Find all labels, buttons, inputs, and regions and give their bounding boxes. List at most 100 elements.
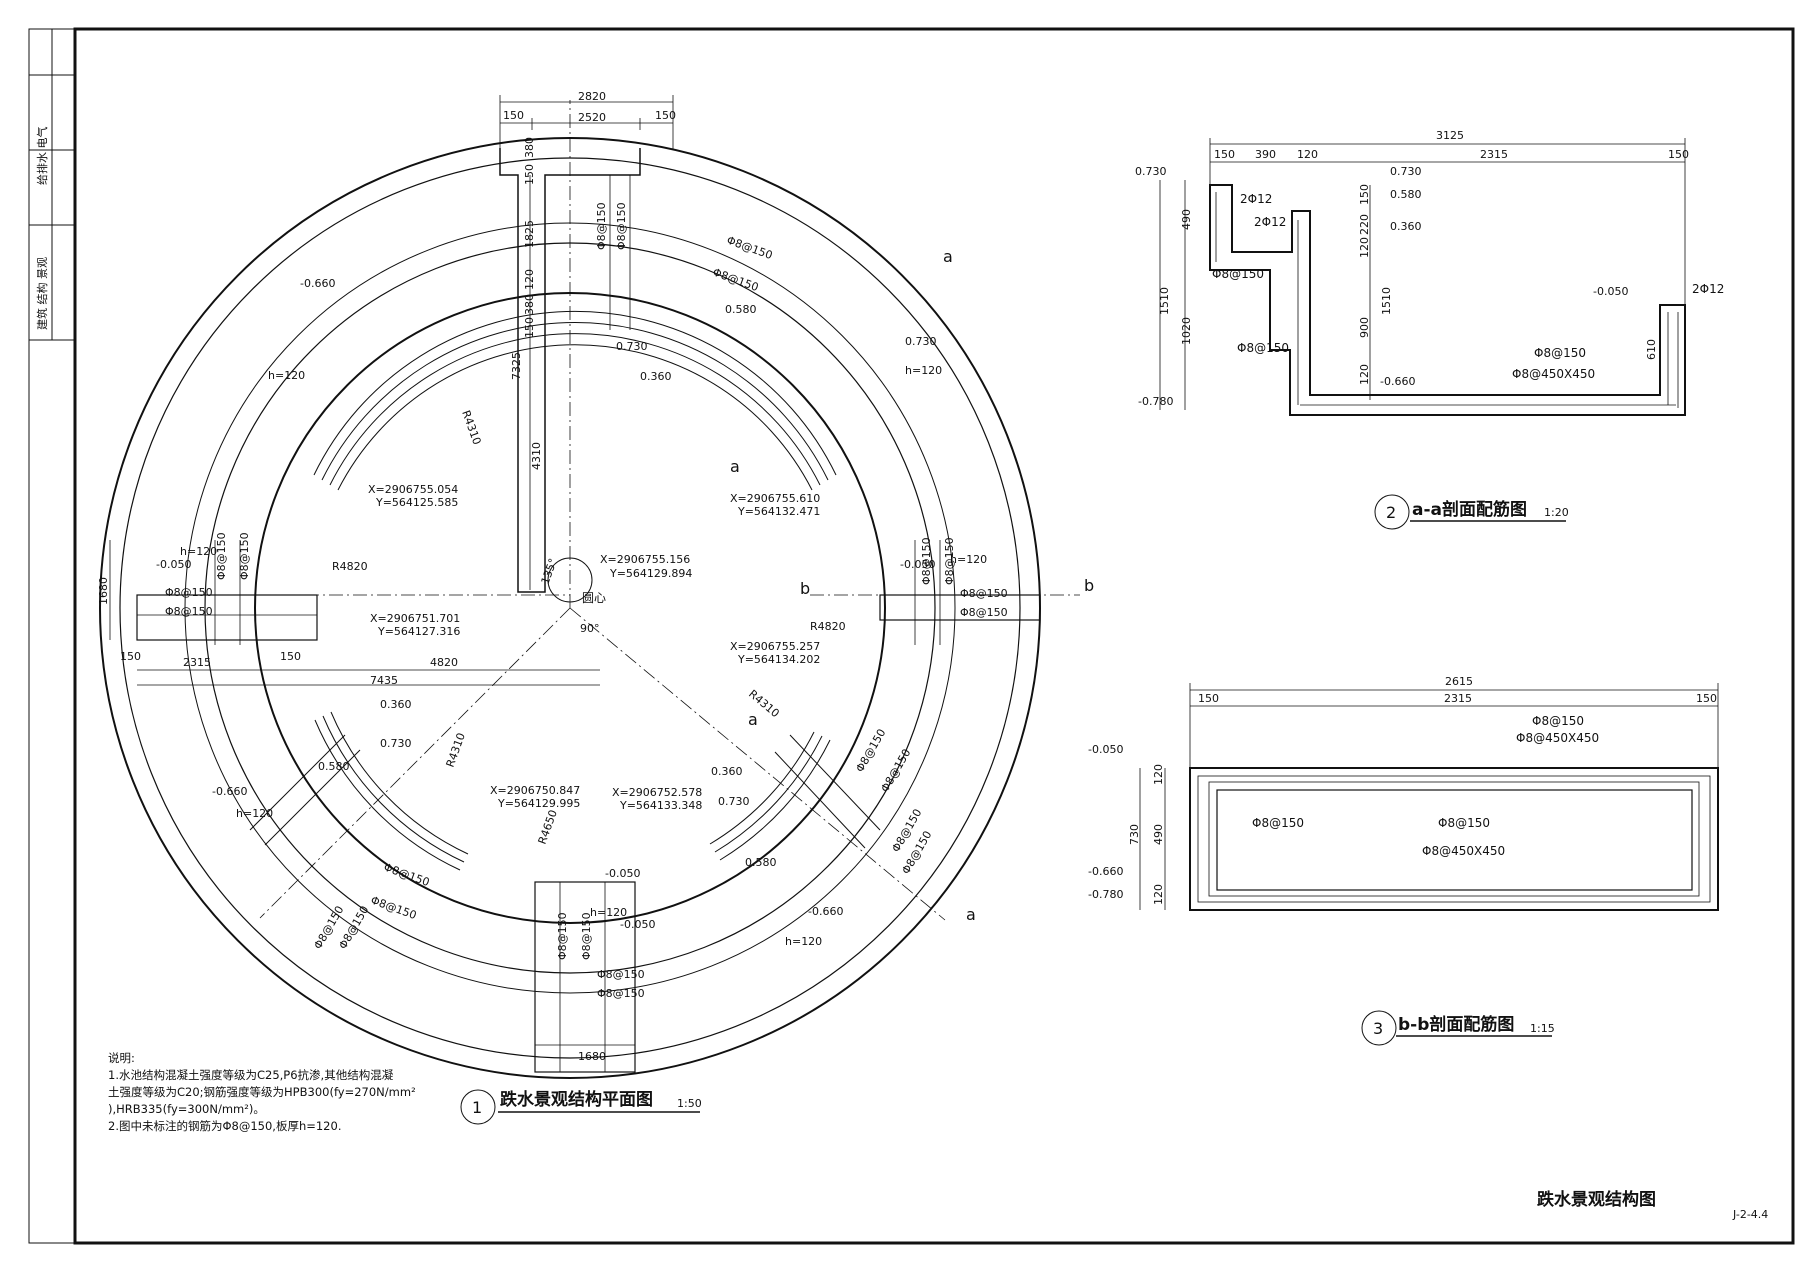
sidebar-label-top: 给排水 电气: [35, 127, 49, 186]
plan-slab-thickness: h=120: [180, 545, 217, 558]
aa-dim-inner: 900: [1358, 317, 1371, 338]
title-strip: [29, 29, 75, 341]
plan-level-label: 0.360: [640, 370, 672, 383]
plan-coord-x: X=2906755.257: [730, 640, 820, 653]
plan-diagonal-bands: [249, 734, 881, 849]
notes-line-4: 2.图中未标注的钢筋为Φ8@150,板厚h=120.: [108, 1119, 342, 1133]
aa-section-outline: [1209, 184, 1686, 416]
sheet-number: J-2-4.4: [1732, 1208, 1768, 1221]
plan-dim-vertical: 4310: [530, 442, 543, 470]
plan-slab-thickness: h=120: [785, 935, 822, 948]
plan-rebar-label: Φ8@150: [580, 912, 593, 960]
plan-angle-top: 135°: [539, 557, 560, 586]
bb-view-scale: 1:15: [1530, 1022, 1555, 1035]
aa-rebar-label: Φ8@150: [1237, 341, 1289, 355]
bb-dimension-lines: [1139, 683, 1719, 910]
plan-view-scale: 1:50: [677, 1097, 702, 1110]
bb-rebar-mesh: Φ8@450X450: [1516, 731, 1599, 745]
plan-section-mark: a: [966, 905, 976, 924]
bb-rebar-label: Φ8@150: [1532, 714, 1584, 728]
aa-dim-right: 610: [1645, 339, 1658, 360]
plan-dim-vertical: 120: [523, 269, 536, 290]
plan-rebar-label: Φ8@150: [878, 747, 913, 795]
aa-level-label: 0.730: [1135, 165, 1167, 178]
aa-level-label: 0.730: [1390, 165, 1422, 178]
plan-view: [99, 100, 1080, 1079]
plan-axis-lines: [137, 100, 1080, 921]
aa-rebar-main: 2Φ12: [1254, 215, 1286, 229]
plan-coord-y: Y=564125.585: [375, 496, 458, 509]
plan-level-label: 0.580: [725, 303, 757, 316]
plan-rebar-label: Φ8@150: [597, 987, 645, 1000]
plan-rebar-label: Φ8@150: [382, 861, 431, 890]
aa-level-label: -0.050: [1593, 285, 1628, 298]
plan-section-mark: a: [730, 457, 740, 476]
plan-section-mark: a: [748, 710, 758, 729]
plan-view-number-circle: [460, 1089, 496, 1125]
bb-section-outer: [1189, 767, 1719, 911]
aa-view-number-circle: [1374, 494, 1410, 530]
bb-dim-vertical: 730: [1128, 824, 1141, 845]
plan-rebar-label: Φ8@150: [595, 202, 608, 250]
plan-level-label: 0.730: [905, 335, 937, 348]
plan-level-label: -0.660: [300, 277, 335, 290]
plan-rebar-label: Φ8@150: [556, 912, 569, 960]
aa-dim-inner: 150: [1358, 184, 1371, 205]
bb-view-number: 3: [1373, 1019, 1383, 1038]
plan-coord-y: Y=564129.995: [497, 797, 580, 810]
plan-dim-left-b: 2315: [183, 656, 211, 669]
bb-level-label: -0.780: [1088, 888, 1123, 901]
bb-level-label: -0.660: [1088, 865, 1123, 878]
plan-dim-vertical: 7325: [510, 352, 523, 380]
aa-rebar-main: 2Φ12: [1240, 192, 1272, 206]
aa-level-label: 0.580: [1390, 188, 1422, 201]
notes-line-2: 土强度等级为C20;钢筋强度等级为HPB300(fy=270N/mm²: [108, 1085, 416, 1099]
plan-dim-left-total: 7435: [370, 674, 398, 687]
plan-rebar-label: Φ8@150: [165, 586, 213, 599]
plan-radius-label: R4820: [332, 560, 368, 573]
bb-view-title: b-b剖面配筋图: [1398, 1014, 1514, 1035]
aa-dim-left-a: 490: [1180, 209, 1193, 230]
plan-slab-thickness: h=120: [950, 553, 987, 566]
aa-dim-total: 3125: [1436, 129, 1464, 142]
plan-level-label: -0.050: [900, 558, 935, 571]
plan-radius-label: R4310: [444, 731, 468, 769]
plan-center-label: 圆心: [582, 591, 606, 605]
plan-coord-x: X=2906755.054: [368, 483, 458, 496]
aa-rebar-label: Φ8@150: [1212, 267, 1264, 281]
plan-center-mark: [547, 557, 593, 603]
aa-dim-top: 150: [1668, 148, 1689, 161]
aa-rebar-main: 2Φ12: [1692, 282, 1724, 296]
aa-rebar-lines: [1215, 192, 1679, 408]
plan-level-label: -0.050: [156, 558, 191, 571]
plan-section-mark: b: [800, 579, 810, 598]
plan-rebar-label: Φ8@150: [165, 605, 213, 618]
plan-rebar-label: Φ8@150: [711, 266, 760, 295]
notes-block: 说明: 1.水池结构混凝土强度等级为C25,P6抗渗,其他结构混凝 土强度等级为…: [108, 1050, 416, 1135]
aa-level-label: 0.360: [1390, 220, 1422, 233]
plan-center-coord-x: X=2906755.156: [600, 553, 690, 566]
plan-left-channel: [136, 594, 318, 641]
notes-line-3: ),HRB335(fy=300N/mm²)。: [108, 1102, 265, 1116]
plan-radius-label: R4820: [810, 620, 846, 633]
plan-level-label: 0.580: [318, 760, 350, 773]
plan-dim-left-c: 150: [280, 650, 301, 663]
plan-dimension-lines: [109, 95, 674, 1046]
aa-dim-left-b: 1510: [1158, 287, 1171, 315]
plan-center-coord-y: Y=564129.894: [609, 567, 692, 580]
aa-dim-inner: 120: [1358, 364, 1371, 385]
plan-coord-y: Y=564133.348: [619, 799, 702, 812]
plan-coord-y: Y=564134.202: [737, 653, 820, 666]
plan-rebar-label: Φ8@150: [597, 968, 645, 981]
plan-level-label: 0.730: [616, 340, 648, 353]
aa-dim-top: 390: [1255, 148, 1276, 161]
plan-radius-label: R4310: [459, 409, 483, 447]
sheet-name: 跌水景观结构图: [1537, 1189, 1656, 1210]
plan-rebar-label: Φ8@150: [943, 537, 956, 585]
plan-slab-thickness: h=120: [236, 807, 273, 820]
bb-rebar-outer: [1197, 775, 1711, 903]
plan-slab-thickness: h=120: [905, 364, 942, 377]
aa-dim-inner: 220: [1358, 214, 1371, 235]
